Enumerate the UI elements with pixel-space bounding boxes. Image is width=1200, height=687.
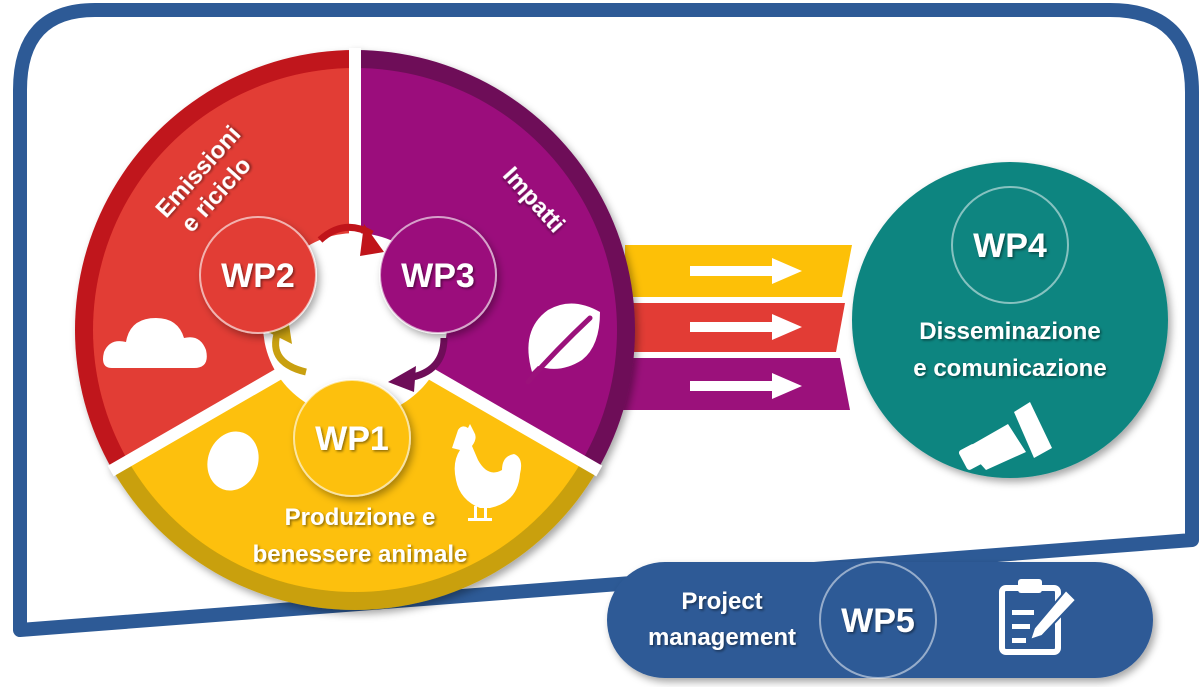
arrow-right-icon (690, 258, 802, 399)
leaf-icon (525, 303, 600, 385)
megaphone-icon (958, 402, 1052, 470)
wp4-label: WP4 (973, 227, 1047, 265)
wp4-badge (951, 186, 1069, 304)
wp5-label: WP5 (841, 602, 915, 640)
wp3-label: WP3 (401, 257, 475, 295)
wp4-title-line1: Disseminazione (919, 318, 1100, 345)
cloud-icon (103, 318, 207, 368)
wp1-title-line1: Produzione e (285, 504, 436, 531)
wp5-badge (819, 561, 937, 679)
wp2-label: WP2 (221, 257, 295, 295)
hen-icon (452, 424, 522, 521)
wp5-title-line1: Project (681, 588, 762, 615)
wp1-badge (293, 379, 411, 497)
wp2-badge (199, 216, 317, 334)
outer-frame (13, 3, 1199, 637)
flow-bands (610, 245, 852, 410)
wp3-badge (379, 216, 497, 334)
wp4-title-line2: e comunicazione (913, 355, 1106, 382)
wp5-title-line2: management (648, 624, 796, 651)
wp1-label: WP1 (315, 420, 389, 458)
clipboard-icon (999, 579, 1078, 655)
egg-icon (207, 431, 259, 491)
wp4-node (852, 162, 1168, 478)
wp1-title-line2: benessere animale (253, 541, 468, 568)
